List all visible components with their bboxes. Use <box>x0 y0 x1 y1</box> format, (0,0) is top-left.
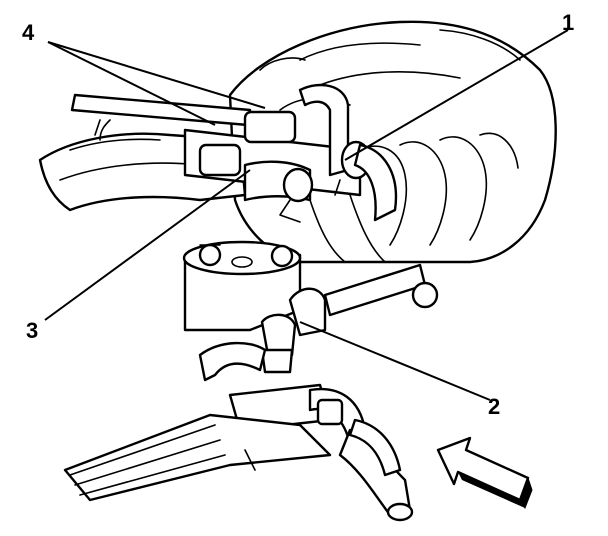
callout-1: 1 <box>562 10 574 35</box>
leader-line-3 <box>44 169 251 321</box>
block-arrow-icon <box>436 436 533 510</box>
callout-4: 4 <box>22 20 35 45</box>
callout-leaders <box>44 29 569 401</box>
bolt-icon <box>198 243 222 267</box>
bolt-icon <box>270 244 294 268</box>
callout-3: 3 <box>26 318 38 343</box>
leader-line-4b <box>47 41 266 109</box>
leader-line-2 <box>299 321 491 401</box>
lower-fuel-lines <box>63 341 414 522</box>
fuel-line-connectors <box>183 83 398 223</box>
callout-2: 2 <box>488 394 500 419</box>
leader-line-4a <box>47 41 216 126</box>
fuel-line-filter-connector <box>260 263 439 374</box>
leader-line-1 <box>344 29 569 161</box>
